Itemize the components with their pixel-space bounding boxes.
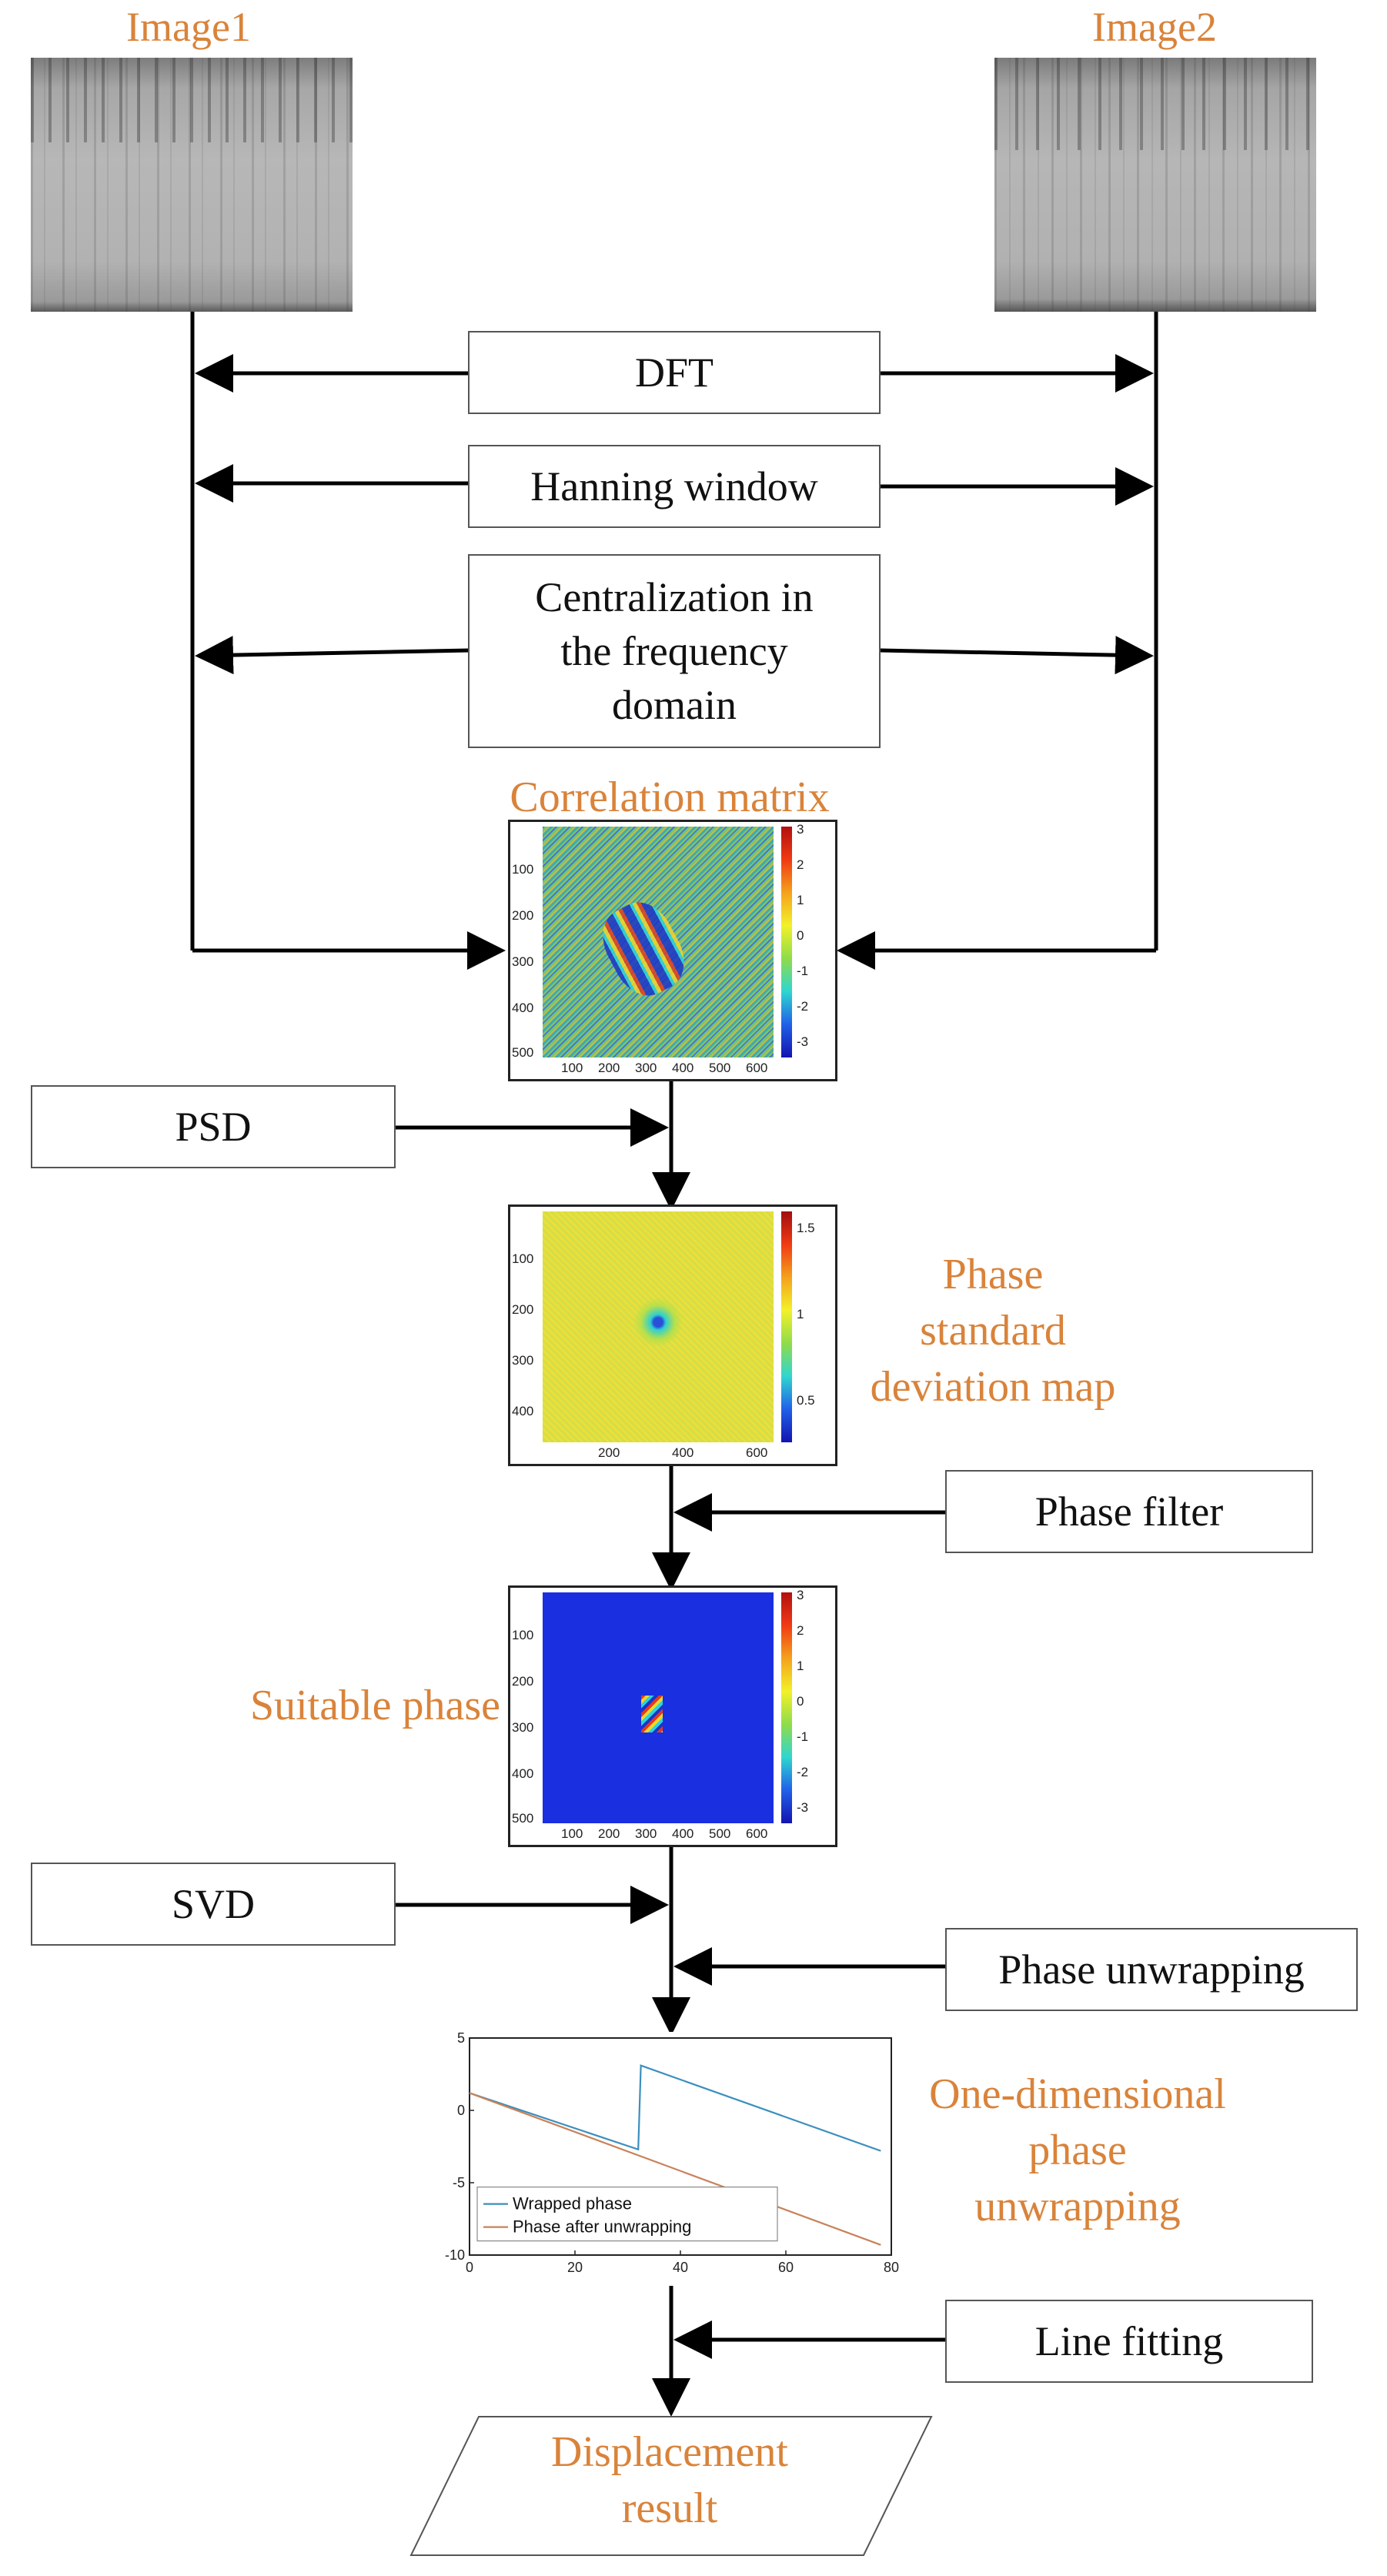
phase-std-map-label-line-3: deviation map	[870, 1362, 1116, 1411]
image2-texture	[994, 58, 1316, 312]
phase-std-map-y-ticks: 100 200 300 400	[512, 1251, 534, 1418]
one-dim-unwrapping-line-3: unwrapping	[974, 2182, 1181, 2230]
image2-label: Image2	[1092, 4, 1217, 50]
y-tick-label: 5	[457, 2032, 465, 2046]
legend-label-1: Wrapped phase	[513, 2194, 632, 2213]
x-tick-label: 0	[466, 2260, 473, 2275]
phase-std-map-label-line-1: Phase	[942, 1251, 1044, 1298]
suitable-phase-plot: 3 2 1 0 -1 -2 -3 100 200 300 400 500 100…	[508, 1585, 837, 1847]
dft-box: DFT	[468, 331, 881, 414]
legend-box	[476, 2187, 778, 2242]
phase-filter-box: Phase filter	[945, 1470, 1313, 1553]
suitable-phase-label: Suitable phase	[249, 1682, 500, 1729]
phase-std-map-plot: 1.5 1 0.5 100 200 300 400 200 400 600	[508, 1204, 837, 1466]
y-tick-label: -10	[445, 2247, 465, 2263]
one-dim-unwrapping-line-1: One-dimensional	[929, 2070, 1226, 2118]
image1-label: Image1	[126, 4, 251, 50]
centralization-line-1: Centralization in	[535, 573, 814, 620]
psd-box: PSD	[31, 1085, 396, 1168]
suitable-phase-colorbar-ticks: 3 2 1 0 -1 -2 -3	[797, 1588, 809, 1815]
series-line-1	[469, 2064, 881, 2152]
correlation-colorbar-ticks: 3 2 1 0 -1 -2 -3	[797, 822, 809, 1049]
x-tick-label: 40	[673, 2260, 688, 2275]
centralization-line-2: the frequency	[560, 627, 788, 674]
series-line-2	[469, 2092, 881, 2246]
displacement-result-label: Displacement result	[477, 2424, 862, 2537]
centralization-box: Centralization in the frequency domain	[468, 554, 881, 748]
suitable-phase-colorbar	[781, 1592, 792, 1823]
one-dim-unwrapping-label: One-dimensional phase unwrapping	[893, 2066, 1262, 2234]
displacement-line-1: Displacement	[551, 2428, 788, 2476]
x-tick-label: 80	[884, 2260, 899, 2275]
phase-std-map-x-ticks: 200 400 600	[598, 1445, 768, 1460]
suitable-phase-window	[641, 1696, 663, 1732]
y-tick-label: -5	[453, 2175, 465, 2190]
phase-std-map-colorbar	[781, 1211, 792, 1442]
svd-box: SVD	[31, 1863, 396, 1946]
suitable-phase-y-ticks: 100 200 300 400 500	[512, 1628, 534, 1826]
suitable-phase-x-ticks: 100 200 300 400 500 600	[561, 1826, 768, 1841]
image1-texture	[31, 58, 353, 312]
x-tick-label: 20	[567, 2260, 583, 2275]
phase-std-map-image	[543, 1211, 774, 1442]
correlation-matrix-label: Correlation matrix	[510, 773, 830, 821]
phase-std-map-label-line-2: standard	[920, 1306, 1066, 1355]
correlation-matrix-plot: 3 2 1 0 -1 -2 -3 100 200 300 400 500 100…	[508, 820, 837, 1081]
displacement-line-2: result	[621, 2484, 718, 2532]
y-tick-label: 0	[457, 2103, 465, 2118]
line-fitting-box: Line fitting	[945, 2300, 1313, 2383]
centralization-line-3: domain	[612, 682, 737, 729]
hanning-window-box: Hanning window	[468, 445, 881, 528]
correlation-colorbar	[781, 827, 792, 1057]
correlation-x-ticks: 100 200 300 400 500 600	[561, 1061, 768, 1075]
phase-unwrapping-box: Phase unwrapping	[945, 1928, 1358, 2011]
one-dim-unwrapping-line-2: phase	[1028, 2126, 1127, 2174]
legend-label-2: Phase after unwrapping	[513, 2217, 691, 2237]
correlation-y-ticks: 100 200 300 400 500	[512, 862, 534, 1060]
phase-std-map-colorbar-ticks: 1.5 1 0.5	[797, 1221, 815, 1408]
x-tick-label: 60	[778, 2260, 794, 2275]
phase-std-map-label: Phase standard deviation map	[839, 1247, 1147, 1415]
